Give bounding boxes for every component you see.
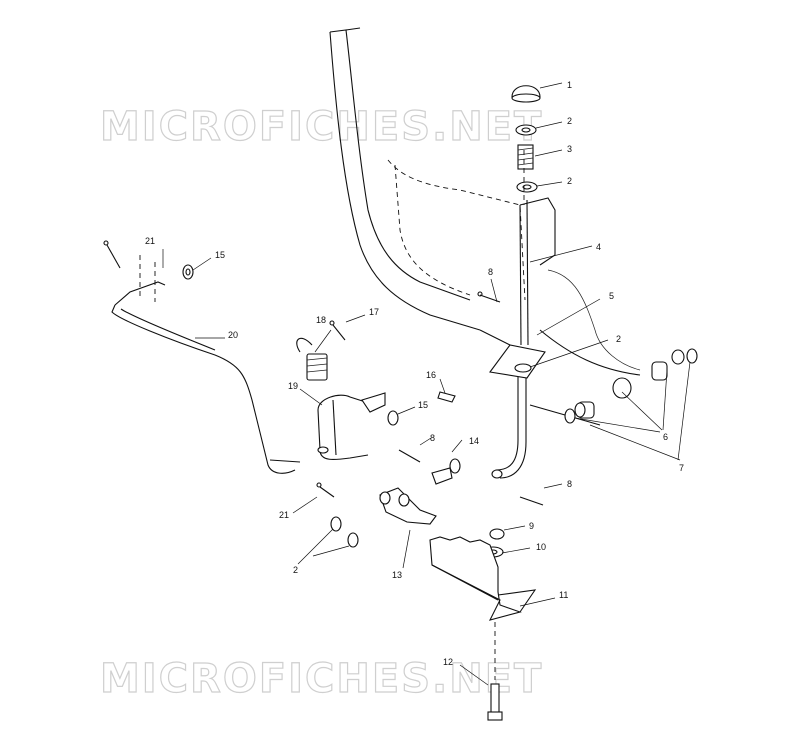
callout-16: 16 (426, 370, 436, 380)
callout-8-mid: 8 (430, 433, 435, 443)
callout-21-top: 21 (145, 236, 155, 246)
part-8-pin-mid (398, 449, 421, 463)
watermark-bottom: MICROFICHES.NET (100, 656, 543, 702)
callout-8-upper: 8 (488, 267, 493, 277)
callout-14: 14 (469, 436, 479, 446)
leader-lines (162, 82, 691, 686)
callout-4: 4 (596, 242, 601, 252)
part-13-pedal-arm (379, 487, 437, 525)
part-21-cotter-pin-bottom (316, 482, 335, 498)
callout-12: 12 (443, 657, 453, 667)
callout-17: 17 (369, 307, 379, 317)
callout-2-top: 2 (567, 116, 572, 126)
callout-2-right: 2 (616, 334, 621, 344)
callout-1: 1 (567, 80, 572, 90)
callout-20: 20 (228, 330, 238, 340)
part-19-lever (317, 392, 386, 461)
callout-2-lower: 2 (293, 565, 298, 575)
part-18-spring (296, 337, 328, 381)
callout-15-top: 15 (215, 250, 225, 260)
part-15-washer-mid (387, 410, 399, 426)
watermark-top: MICROFICHES.NET (100, 104, 543, 150)
callout-10: 10 (536, 542, 546, 552)
callout-11: 11 (559, 590, 568, 600)
part-2-washers-lower (330, 516, 359, 548)
callout-7: 7 (679, 463, 684, 473)
callout-18: 18 (316, 315, 326, 325)
frame-panel (329, 27, 641, 426)
part-11-pedal-pad (429, 536, 537, 621)
part-3-spring (517, 144, 534, 170)
part-8-pin-right (519, 496, 544, 506)
callout-5: 5 (609, 291, 614, 301)
part-21-cotter-pin-top (103, 240, 121, 269)
callout-21-bottom: 21 (279, 510, 289, 520)
part-12-bolt (487, 622, 503, 721)
part-5-bracket (489, 344, 546, 379)
part-1-cap (511, 85, 541, 103)
callout-8-right: 8 (567, 479, 572, 489)
part-14-clevis-pin (431, 458, 461, 485)
part-7-washer (574, 348, 698, 418)
part-2-washer-top (515, 124, 537, 136)
part-15-washer-top (182, 264, 194, 280)
callout-13: 13 (392, 570, 402, 580)
part-4-shaft (491, 150, 529, 479)
part-6-bushing-right (612, 349, 685, 399)
callout-3: 3 (567, 144, 572, 154)
part-20-rod (111, 255, 301, 474)
callout-6: 6 (663, 432, 668, 442)
callout-9: 9 (529, 521, 534, 531)
part-9-nut (489, 528, 505, 540)
part-16-bolt (437, 391, 456, 403)
part-17-pin (329, 320, 346, 341)
callout-19: 19 (288, 381, 298, 391)
part-2-washer-mid (516, 181, 538, 193)
callout-2-mid: 2 (567, 176, 572, 186)
callout-15-mid: 15 (418, 400, 428, 410)
